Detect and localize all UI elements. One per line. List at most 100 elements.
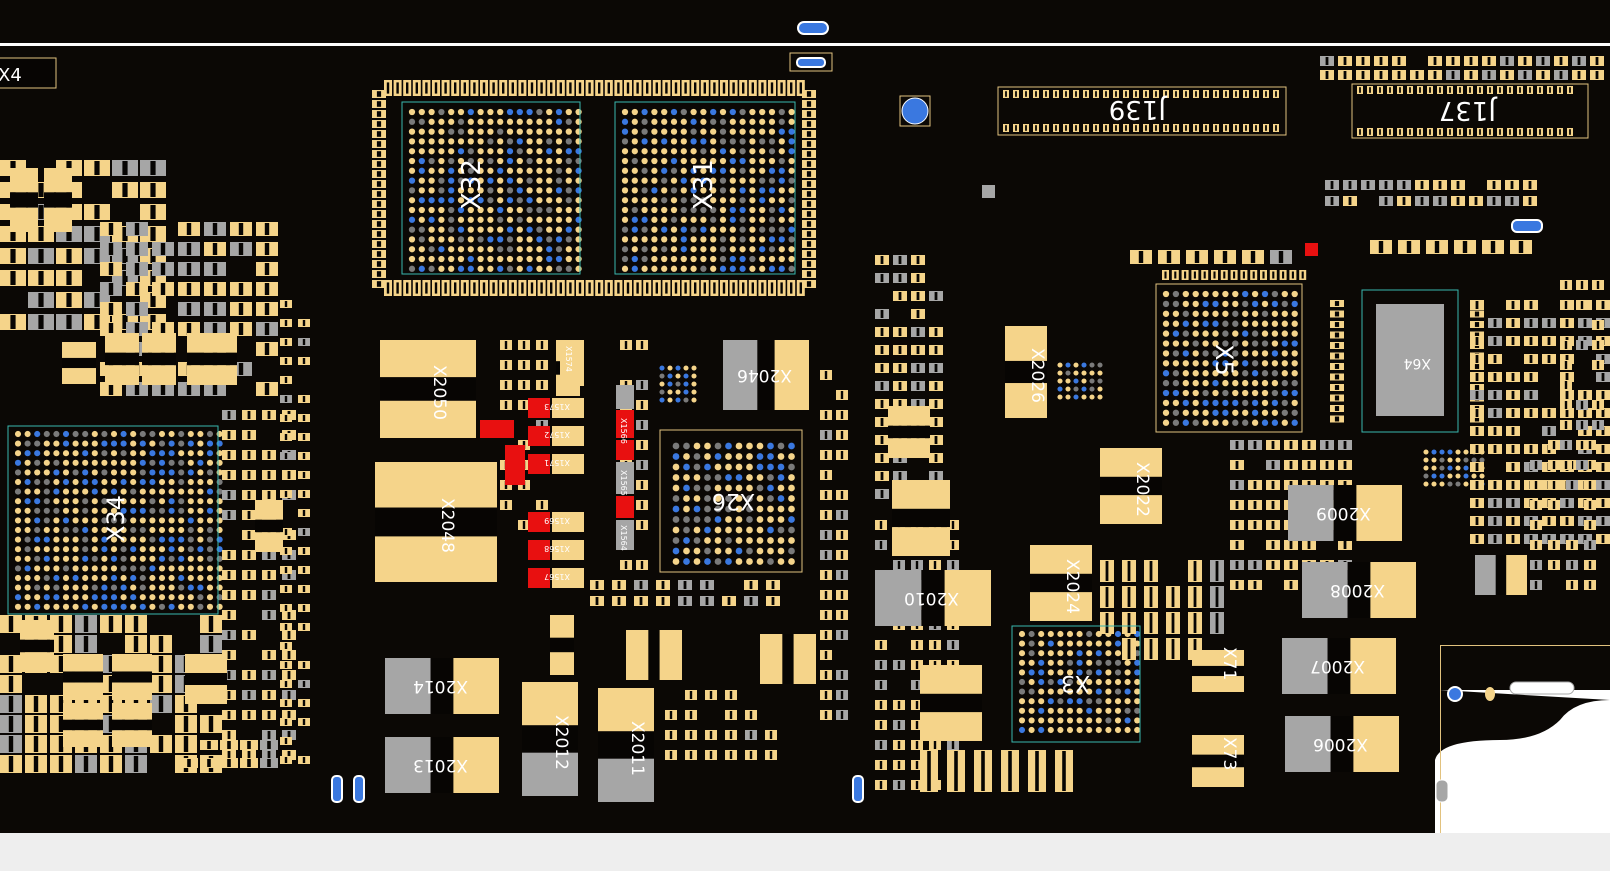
red-component-label[interactable]: X1567 <box>544 572 570 581</box>
x32-ball <box>418 148 425 155</box>
x5-ball <box>1202 399 1209 407</box>
crystal-pad <box>112 682 152 700</box>
x32-label[interactable]: X32 <box>457 159 487 210</box>
x31-ball <box>621 128 629 135</box>
smd-gap <box>1361 57 1365 65</box>
red-component-label[interactable]: X1569 <box>544 516 570 525</box>
j139-label[interactable]: J139 <box>1109 94 1168 124</box>
smd-gap <box>840 531 844 539</box>
red-component-label[interactable]: X1572 <box>544 430 570 439</box>
crystal-label[interactable]: X2010 <box>904 588 959 608</box>
crystal-label[interactable]: X2022 <box>1132 462 1152 517</box>
x34-ball <box>62 440 70 447</box>
component-label[interactable]: X1566 <box>619 418 628 444</box>
crystal-label[interactable]: X2007 <box>1310 656 1365 676</box>
x32-ball <box>457 265 465 272</box>
x34-ball <box>206 555 214 562</box>
bottom-slot-1[interactable] <box>331 775 343 803</box>
x31-ball <box>739 226 746 233</box>
bottom-slot-2[interactable] <box>353 775 365 803</box>
grey-slot[interactable] <box>1435 779 1449 803</box>
cap-gap <box>1235 125 1237 131</box>
red-component-label[interactable]: X1568 <box>544 544 570 553</box>
white-slot[interactable] <box>1509 681 1575 695</box>
crystal-label[interactable]: X2009 <box>1316 503 1371 523</box>
x5-ball <box>1281 389 1288 397</box>
crystal-label[interactable]: X2024 <box>1062 559 1082 614</box>
crystal-label[interactable]: X2012 <box>551 715 571 770</box>
j137-label[interactable]: J137 <box>1439 95 1498 125</box>
crystal-label[interactable]: X2011 <box>627 721 647 776</box>
x31-ball <box>641 108 648 116</box>
x34-ball <box>101 517 108 524</box>
x34-ball <box>168 574 175 582</box>
smd-gap <box>840 551 844 559</box>
x31-ball <box>690 167 697 174</box>
x34-ball <box>53 507 60 514</box>
x26-ball <box>704 526 711 534</box>
smd-gap <box>212 383 218 395</box>
fiducial-blue[interactable] <box>901 97 929 125</box>
x31-label[interactable]: X31 <box>689 159 719 210</box>
x26-label[interactable]: X26 <box>712 488 755 513</box>
x34-ball <box>187 478 194 486</box>
fiducial-blue-2[interactable] <box>1447 686 1463 702</box>
x31-ball <box>641 157 648 165</box>
x4-label[interactable]: X4 <box>0 65 22 86</box>
x31-ball <box>680 216 687 223</box>
smd-gap <box>284 358 288 364</box>
smd-gap <box>1253 501 1257 509</box>
crystal-label[interactable]: X2048 <box>437 498 457 553</box>
red-test-point[interactable] <box>1305 243 1318 256</box>
mounting-slot-3[interactable] <box>1511 219 1543 233</box>
fiducial-gold[interactable] <box>1485 687 1495 701</box>
x5-label[interactable]: X5 <box>1210 344 1238 376</box>
smd-gap <box>247 451 251 459</box>
x64-label[interactable]: X64 <box>1404 355 1431 371</box>
crystal-label[interactable]: X71 <box>1219 647 1239 680</box>
cap-gap <box>1469 87 1471 93</box>
x32-ball <box>526 216 533 223</box>
x31-ball <box>778 157 785 165</box>
red-component-label[interactable]: X1571 <box>544 458 570 467</box>
mounting-slot[interactable] <box>797 21 829 35</box>
x31-ball <box>641 236 648 243</box>
crystal-label[interactable]: X2026 <box>1027 348 1047 403</box>
crystal-label[interactable]: X2008 <box>1330 580 1385 600</box>
crystal-label[interactable]: X2046 <box>737 365 792 385</box>
x32-ball <box>418 167 425 174</box>
x3-label[interactable]: X3 <box>1061 670 1090 695</box>
x32-ball <box>457 216 465 223</box>
mounting-slot-2[interactable] <box>796 57 826 68</box>
x32-ball <box>477 216 484 223</box>
x34-label[interactable]: X34 <box>102 495 130 542</box>
test-point[interactable] <box>982 185 995 198</box>
x32-ball <box>438 255 445 263</box>
crystal-label[interactable]: X2050 <box>429 365 449 420</box>
component-label[interactable]: X1565 <box>619 470 628 496</box>
smd-gap <box>624 561 628 569</box>
crystal-label[interactable]: X2013 <box>413 755 468 775</box>
x32-ball <box>516 206 523 214</box>
component-label[interactable]: X1574 <box>564 346 573 372</box>
red-component-label[interactable]: X1573 <box>544 402 570 411</box>
x3-ball <box>1105 659 1112 666</box>
smd-gap <box>108 656 114 672</box>
bottom-slot-3[interactable] <box>852 775 864 803</box>
crystal-label[interactable]: X2006 <box>1313 734 1368 754</box>
x31-ball <box>788 187 795 194</box>
cap-gap <box>1369 87 1371 93</box>
crystal-label[interactable]: X2014 <box>413 676 468 696</box>
x34-ball <box>130 459 137 466</box>
x34-ball <box>62 517 70 524</box>
x5-ball <box>1251 300 1259 308</box>
x3-ball <box>1114 707 1122 714</box>
crystal-label[interactable]: X73 <box>1219 737 1239 770</box>
x34-ball <box>158 440 166 447</box>
smd-gap <box>522 381 526 389</box>
crystal-pad <box>1288 485 1334 541</box>
small-bga-2-ball <box>1439 465 1445 471</box>
pcb-board-canvas[interactable]: X4 J139 J137 X32 X31 X34 X26 X3 X5 X64 X… <box>0 0 1610 833</box>
component-label[interactable]: X1564 <box>619 525 628 551</box>
